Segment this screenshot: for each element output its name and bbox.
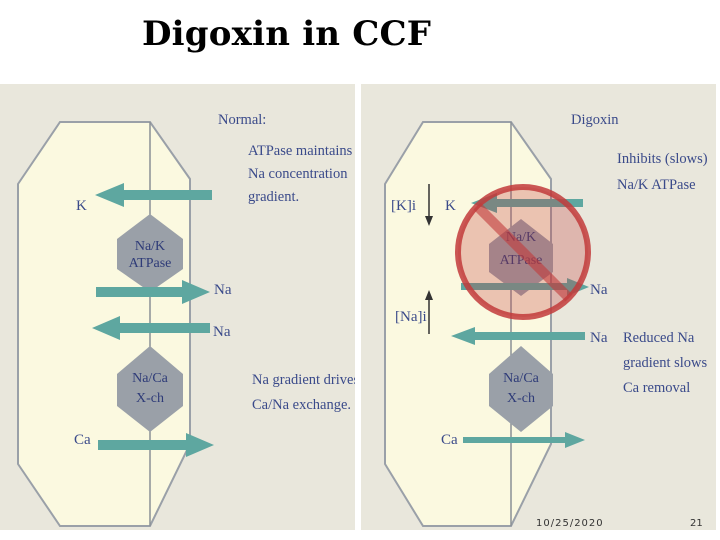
na-in-label: Na (590, 330, 608, 346)
exchanger-label-line1: Na/Ca (132, 371, 169, 386)
footer-bar (361, 530, 720, 540)
pump-label-line2: ATPase (129, 256, 172, 271)
normal-note1-line1: ATPase maintains (248, 143, 353, 159)
na-out-label: Na (214, 282, 232, 298)
footer-date: 10/25/2020 (536, 518, 604, 529)
k-label: K (76, 198, 87, 214)
k-label: K (445, 198, 456, 214)
pump-label-line1: Na/K (135, 239, 165, 254)
inhibition-prohibit-icon (458, 187, 588, 317)
digoxin-note2-line1: Reduced Na (623, 330, 695, 346)
digoxin-note1-line1: Inhibits (slows) (617, 151, 708, 167)
normal-diagram-panel: K Na/K ATPase Na Na Na/Ca X-ch Ca Normal… (0, 84, 355, 530)
exchanger-label-line2: X-ch (136, 391, 164, 406)
exchanger-label-line2: X-ch (507, 391, 535, 406)
slide-title: Digoxin in CCF (142, 14, 431, 54)
ca-label: Ca (74, 432, 91, 448)
normal-note2-line2: Ca/Na exchange. (252, 397, 351, 413)
na-intracellular-label: [Na]i (395, 309, 427, 325)
digoxin-heading: Digoxin (571, 112, 619, 128)
normal-note1-line3: gradient. (248, 189, 299, 205)
slide-number: 21 (690, 518, 703, 529)
digoxin-note2-line2: gradient slows (623, 355, 708, 371)
na-out-label: Na (590, 282, 608, 298)
normal-heading: Normal: (218, 112, 266, 128)
normal-note2-line1: Na gradient drives (252, 372, 355, 388)
ca-label: Ca (441, 432, 458, 448)
digoxin-note2-line3: Ca removal (623, 380, 690, 396)
digoxin-diagram: [K]i K Na/K ATPase Na [Na]i (361, 84, 716, 530)
digoxin-diagram-panel: [K]i K Na/K ATPase Na [Na]i (361, 84, 716, 530)
digoxin-note1-line2: Na/K ATPase (617, 177, 696, 193)
k-intracellular-label: [K]i (391, 198, 416, 214)
exchanger-label-line1: Na/Ca (503, 371, 540, 386)
normal-note1-line2: Na concentration (248, 166, 348, 182)
na-in-label: Na (213, 324, 231, 340)
normal-diagram: K Na/K ATPase Na Na Na/Ca X-ch Ca Normal… (0, 84, 355, 530)
